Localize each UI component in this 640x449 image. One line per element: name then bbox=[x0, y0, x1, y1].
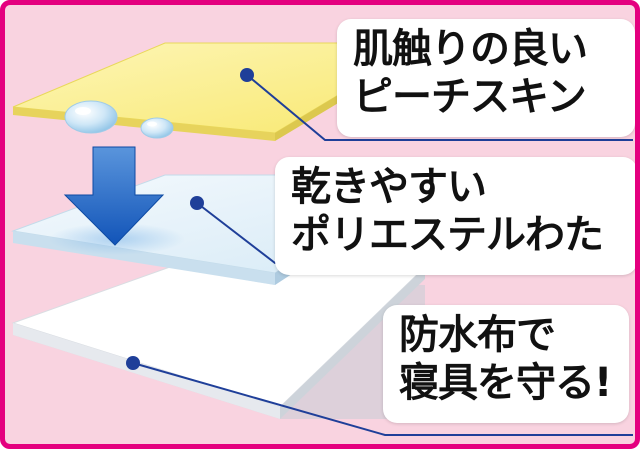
label-polyester-padding: 乾きやすい ポリエステルわた bbox=[275, 157, 635, 275]
label-waterproof-cloth: 防水布で 寝具を守る! bbox=[383, 305, 629, 423]
label-polyester-line1: 乾きやすい bbox=[291, 164, 487, 210]
label-waterproof-line1: 防水布で bbox=[399, 312, 556, 358]
middle-layer-dot bbox=[190, 196, 204, 210]
leader-dots bbox=[126, 68, 254, 370]
bottom-layer bbox=[11, 266, 427, 419]
water-droplet-icon bbox=[64, 100, 174, 139]
top-layer-dot bbox=[240, 68, 254, 82]
label-peach-skin-line2: ピーチスキン bbox=[353, 74, 587, 120]
arrow-down-icon bbox=[63, 146, 165, 246]
label-waterproof-line2: 寝具を守る! bbox=[399, 360, 612, 406]
bottom-layer-dot bbox=[126, 356, 140, 370]
label-peach-skin-line1: 肌触りの良い bbox=[353, 26, 588, 72]
label-peach-skin: 肌触りの良い ピーチスキン bbox=[337, 19, 635, 137]
label-polyester-line2: ポリエステルわた bbox=[291, 212, 604, 258]
